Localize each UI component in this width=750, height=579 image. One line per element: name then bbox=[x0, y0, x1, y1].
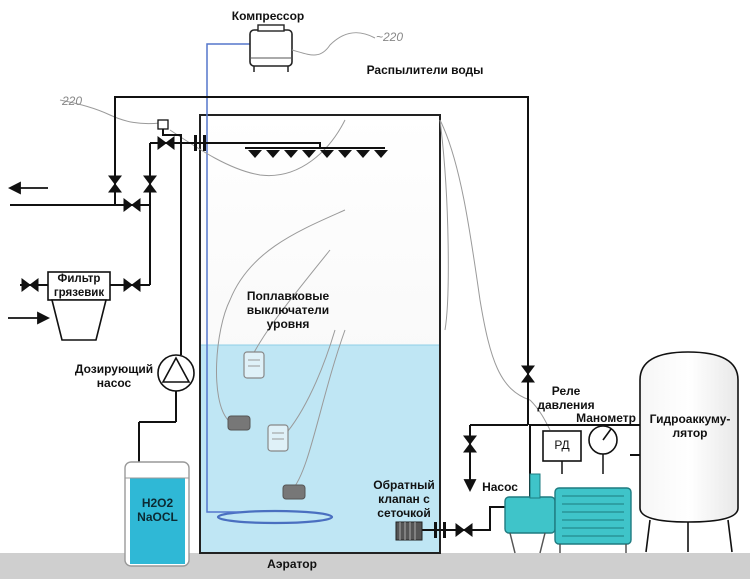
pump-icon bbox=[504, 473, 632, 554]
compressor-air-line bbox=[206, 43, 250, 513]
label-chemical: H2O2 NaOCL bbox=[137, 496, 178, 524]
compressor-icon bbox=[249, 24, 293, 72]
label-voltage-left: 220 bbox=[62, 94, 83, 108]
tank-fitting bbox=[194, 135, 446, 538]
dosing-pump-icon bbox=[157, 354, 195, 392]
sensor-icon bbox=[157, 119, 169, 130]
floor bbox=[0, 553, 750, 579]
label-voltage-top: ~220 bbox=[376, 30, 404, 44]
label-filter: Фильтр грязевик bbox=[53, 273, 105, 299]
float-switch-icon bbox=[227, 351, 306, 500]
label-manometer: Манометр bbox=[576, 411, 636, 425]
check-valve-icon bbox=[395, 521, 423, 541]
label-sprayers: Распылители воды bbox=[366, 63, 484, 77]
electrical-wiring bbox=[59, 32, 551, 491]
sprayer-icon bbox=[248, 150, 388, 158]
aerator-ring bbox=[216, 509, 334, 525]
label-pump: Насос bbox=[482, 480, 518, 494]
water-level bbox=[201, 345, 439, 552]
label-dosing-pump: Дозирующий насос bbox=[74, 362, 154, 390]
arrow-icon bbox=[7, 181, 477, 493]
label-aerator: Аэратор bbox=[267, 557, 317, 571]
label-compressor: Компрессор bbox=[231, 9, 305, 23]
accumulator-tank bbox=[639, 351, 739, 553]
manometer-icon bbox=[588, 425, 618, 474]
main-tank bbox=[199, 114, 441, 554]
chemical-tank bbox=[124, 461, 190, 567]
label-pressure-relay: Реле давления bbox=[537, 384, 595, 412]
label-accumulator: Гидроаккуму- лятор bbox=[649, 412, 731, 440]
label-relay-box: РД bbox=[554, 438, 570, 452]
filter-body bbox=[47, 271, 111, 341]
label-float-switches: Поплавковые выключатели уровня bbox=[246, 289, 330, 331]
label-check-valve: Обратный клапан с сеточкой bbox=[373, 478, 435, 520]
relay-box bbox=[542, 430, 582, 462]
valve-icon bbox=[21, 136, 535, 537]
